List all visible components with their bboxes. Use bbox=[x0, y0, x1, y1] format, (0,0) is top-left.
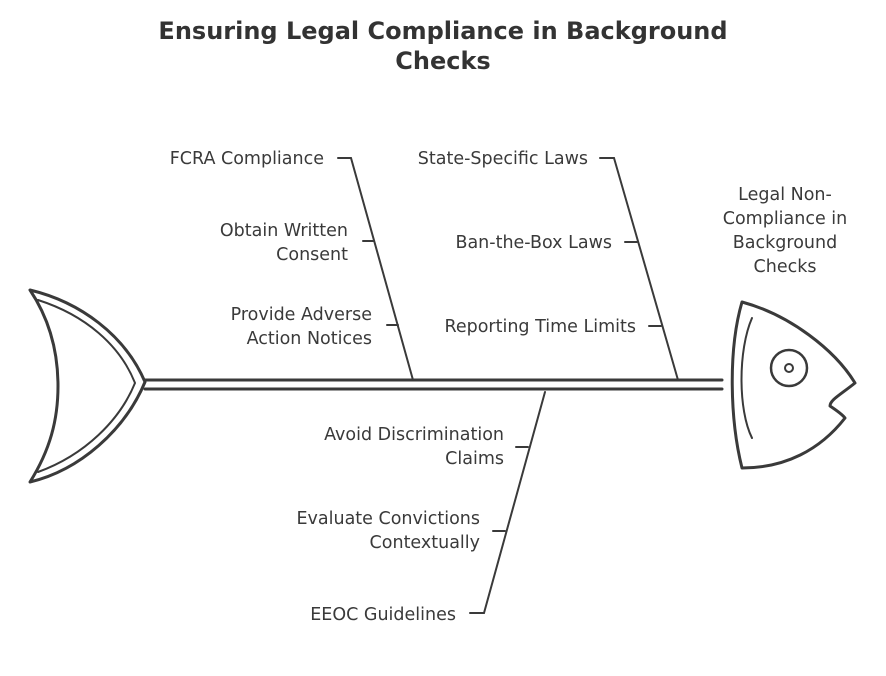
bone-fcra bbox=[337, 157, 414, 381]
category-state: State-Specific Laws bbox=[370, 147, 588, 171]
cause-line-1: Obtain Written bbox=[219, 221, 348, 241]
diagram-title: Ensuring Legal Compliance in Background … bbox=[0, 16, 886, 76]
cause-line-1: Ban-the-Box Laws bbox=[455, 233, 612, 253]
category-fcra-label: FCRA Compliance bbox=[169, 149, 324, 169]
effect-line-3: Background bbox=[732, 233, 838, 253]
category-eeoc: EEOC Guidelines bbox=[270, 603, 456, 627]
effect-line-4: Checks bbox=[753, 257, 817, 277]
title-line-1: Ensuring Legal Compliance in Background bbox=[158, 17, 728, 45]
cause-avoid-discrimination-claims: Avoid Discrimination Claims bbox=[280, 423, 504, 471]
cause-line-2: Contextually bbox=[369, 533, 480, 553]
cause-line-1: Provide Adverse bbox=[230, 305, 372, 325]
cause-reporting-time-limits: Reporting Time Limits bbox=[400, 315, 636, 339]
effect-label: Legal Non- Compliance in Background Chec… bbox=[707, 183, 863, 279]
category-eeoc-label: EEOC Guidelines bbox=[310, 605, 456, 625]
category-state-label: State-Specific Laws bbox=[417, 149, 588, 169]
fish-tail-icon bbox=[28, 288, 147, 484]
cause-obtain-written-consent: Obtain Written Consent bbox=[150, 219, 348, 267]
cause-provide-adverse-action-notices: Provide Adverse Action Notices bbox=[170, 303, 372, 351]
title-line-2: Checks bbox=[395, 47, 491, 75]
cause-ban-the-box-laws: Ban-the-Box Laws bbox=[400, 231, 612, 255]
cause-line-2: Consent bbox=[276, 245, 348, 265]
bone-state bbox=[599, 157, 679, 381]
cause-line-1: Evaluate Convictions bbox=[296, 509, 480, 529]
fish-eye-icon bbox=[769, 348, 809, 388]
cause-evaluate-convictions-contextually: Evaluate Convictions Contextually bbox=[260, 507, 480, 555]
effect-line-1: Legal Non- bbox=[738, 185, 832, 205]
effect-line-2: Compliance in bbox=[722, 209, 848, 229]
cause-line-2: Claims bbox=[445, 449, 504, 469]
fish-head-icon bbox=[730, 300, 857, 470]
category-fcra: FCRA Compliance bbox=[120, 147, 324, 171]
cause-line-1: Reporting Time Limits bbox=[444, 317, 636, 337]
bone-eeoc bbox=[469, 391, 546, 614]
cause-line-1: Avoid Discrimination bbox=[324, 425, 504, 445]
fish-spine bbox=[143, 378, 724, 391]
cause-line-2: Action Notices bbox=[246, 329, 372, 349]
